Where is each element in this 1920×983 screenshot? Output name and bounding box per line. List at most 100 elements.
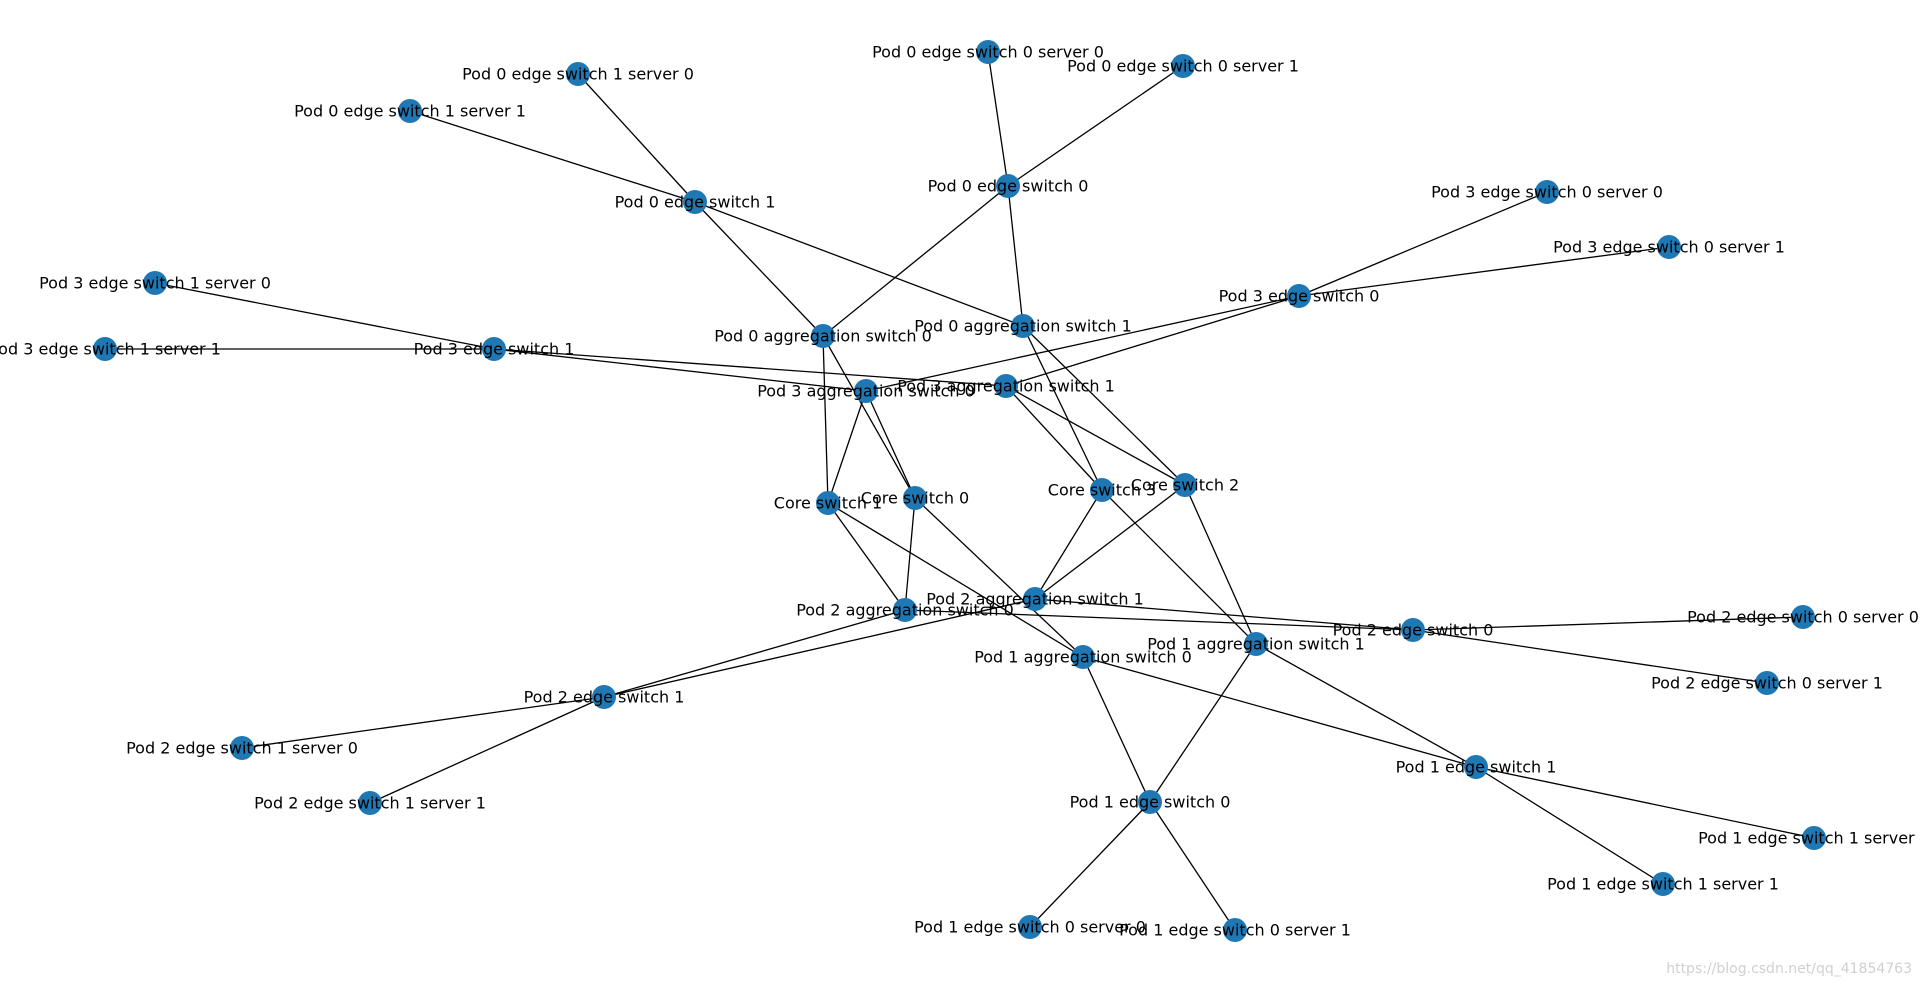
node-label: Pod 0 edge switch 1 server 0 (462, 65, 694, 84)
node-p2e0s0: Pod 2 edge switch 0 server 0 (1687, 605, 1919, 629)
edge-p3e0-p3e0s1 (1298, 246, 1670, 297)
node-dot (230, 736, 254, 760)
node-dot (893, 598, 917, 622)
node-label: Core switch 3 (1048, 481, 1156, 500)
node-c2: Core switch 2 (1131, 473, 1239, 497)
edge-p2a1-p2e1 (603, 598, 1036, 698)
node-dot (1401, 618, 1425, 642)
edge-p3a1-p3e1 (493, 348, 1007, 387)
node-p0a1: Pod 0 aggregation switch 1 (914, 314, 1132, 338)
node-p3e0s1: Pod 3 edge switch 0 server 1 (1553, 235, 1785, 259)
node-dot (854, 379, 878, 403)
node-label: Pod 3 edge switch 0 server 0 (1431, 183, 1663, 202)
node-label: Pod 1 edge switch 1 (1396, 758, 1557, 777)
watermark: https://blog.csdn.net/qq_41854763 (1666, 961, 1912, 977)
node-label: Pod 2 edge switch 0 server 0 (1687, 608, 1919, 627)
edge-p3a0-p3e1 (493, 348, 867, 392)
edge-p2e0-p2e0s0 (1412, 616, 1804, 631)
node-dot (1244, 632, 1268, 656)
node-label: Core switch 1 (774, 494, 882, 513)
edge-p1e1-p1e1s1 (1475, 766, 1664, 885)
node-label: Pod 2 edge switch 1 server 0 (126, 739, 358, 758)
node-dot (996, 174, 1020, 198)
node-label: Core switch 2 (1131, 476, 1239, 495)
edges-layer (105, 51, 1815, 931)
node-c3: Core switch 3 (1048, 478, 1156, 502)
node-p2a0: Pod 2 aggregation switch 0 (796, 598, 1014, 622)
node-dot (482, 337, 506, 361)
edge-c3-p3a1 (1005, 385, 1103, 491)
node-dot (903, 486, 927, 510)
node-p2e1s1: Pod 2 edge switch 1 server 1 (254, 791, 486, 815)
edge-p1a1-p1e1 (1255, 643, 1477, 768)
node-dot (1138, 790, 1162, 814)
node-p2e1s0: Pod 2 edge switch 1 server 0 (126, 736, 358, 760)
node-p0e0s0: Pod 0 edge switch 0 server 0 (872, 40, 1104, 64)
node-dot (1071, 645, 1095, 669)
node-dot (683, 190, 707, 214)
node-dot (1791, 605, 1815, 629)
node-label: Pod 0 edge switch 1 server 1 (294, 102, 526, 121)
node-dot (1173, 473, 1197, 497)
edge-p0a0-p0e0 (822, 185, 1009, 337)
node-label: Core switch 0 (861, 489, 969, 508)
node-label: Pod 2 edge switch 0 server 1 (1651, 674, 1883, 693)
node-label: Pod 0 edge switch 0 server 1 (1067, 57, 1299, 76)
node-label: Pod 3 edge switch 1 (414, 340, 575, 359)
edge-p1a0-p1e1 (1082, 656, 1477, 768)
edge-p0a1-p0e0 (1007, 185, 1024, 327)
node-label: Pod 2 aggregation switch 1 (926, 590, 1144, 609)
node-dot (1651, 872, 1675, 896)
node-p1e1s0: Pod 1 edge switch 1 server 0 (1698, 826, 1920, 850)
edge-c3-p1a1 (1101, 489, 1257, 645)
edge-p0a1-p0e1 (694, 201, 1024, 327)
edge-c3-p2a1 (1034, 489, 1103, 600)
node-p1a0: Pod 1 aggregation switch 0 (974, 645, 1192, 669)
edge-p1e0-p1e0s1 (1149, 801, 1236, 931)
node-label: Pod 2 edge switch 0 (1333, 621, 1494, 640)
node-p1e0s1: Pod 1 edge switch 0 server 1 (1119, 918, 1351, 942)
edge-c0-p2a0 (904, 497, 916, 611)
edge-c1-p0a0 (822, 335, 829, 504)
node-label: Pod 2 aggregation switch 0 (796, 601, 1014, 620)
edge-p1a0-p1e0 (1082, 656, 1151, 803)
node-dot (1657, 235, 1681, 259)
edge-p2a0-p2e0 (904, 609, 1414, 631)
node-dot (1755, 671, 1779, 695)
node-p1e0: Pod 1 edge switch 0 (1070, 790, 1231, 814)
edge-c1-p1a0 (827, 502, 1084, 658)
edge-c2-p1a1 (1184, 484, 1257, 645)
node-label: Pod 3 aggregation switch 1 (897, 377, 1115, 396)
edge-p0e1-p0e1s0 (577, 73, 696, 203)
edge-c0-p1a0 (914, 497, 1084, 658)
node-label: Pod 0 edge switch 1 (615, 193, 776, 212)
node-dot (1287, 284, 1311, 308)
node-p1e0s0: Pod 1 edge switch 0 server 0 (914, 915, 1146, 939)
node-p1a1: Pod 1 aggregation switch 1 (1147, 632, 1365, 656)
node-label: Pod 3 edge switch 1 server 0 (39, 274, 271, 293)
edge-p2e0-p2e0s1 (1412, 629, 1768, 684)
edge-p2e1-p2e1s0 (241, 696, 605, 749)
node-p0e0: Pod 0 edge switch 0 (928, 174, 1089, 198)
node-label: Pod 0 edge switch 0 (928, 177, 1089, 196)
edge-p3a1-p3e0 (1005, 295, 1300, 387)
node-label: Pod 2 edge switch 1 server 1 (254, 794, 486, 813)
node-p0a0: Pod 0 aggregation switch 0 (714, 324, 932, 348)
node-label: Pod 1 edge switch 0 (1070, 793, 1231, 812)
node-dot (816, 491, 840, 515)
edge-c2-p3a1 (1005, 385, 1186, 486)
node-dot (1464, 755, 1488, 779)
edge-p2a0-p2e1 (603, 609, 906, 698)
node-label: Pod 3 edge switch 0 (1219, 287, 1380, 306)
node-label: Pod 1 edge switch 1 server 1 (1547, 875, 1779, 894)
node-p2e0s1: Pod 2 edge switch 0 server 1 (1651, 671, 1883, 695)
node-p3e0s0: Pod 3 edge switch 0 server 0 (1431, 180, 1663, 204)
node-p3e1s0: Pod 3 edge switch 1 server 0 (39, 271, 271, 295)
node-dot (358, 791, 382, 815)
edge-c2-p0a1 (1022, 325, 1186, 486)
edge-p0e1-p0e1s1 (409, 110, 696, 203)
node-dot (1018, 915, 1042, 939)
edge-p3a0-p3e0 (865, 295, 1300, 392)
node-label: Pod 0 aggregation switch 1 (914, 317, 1132, 336)
